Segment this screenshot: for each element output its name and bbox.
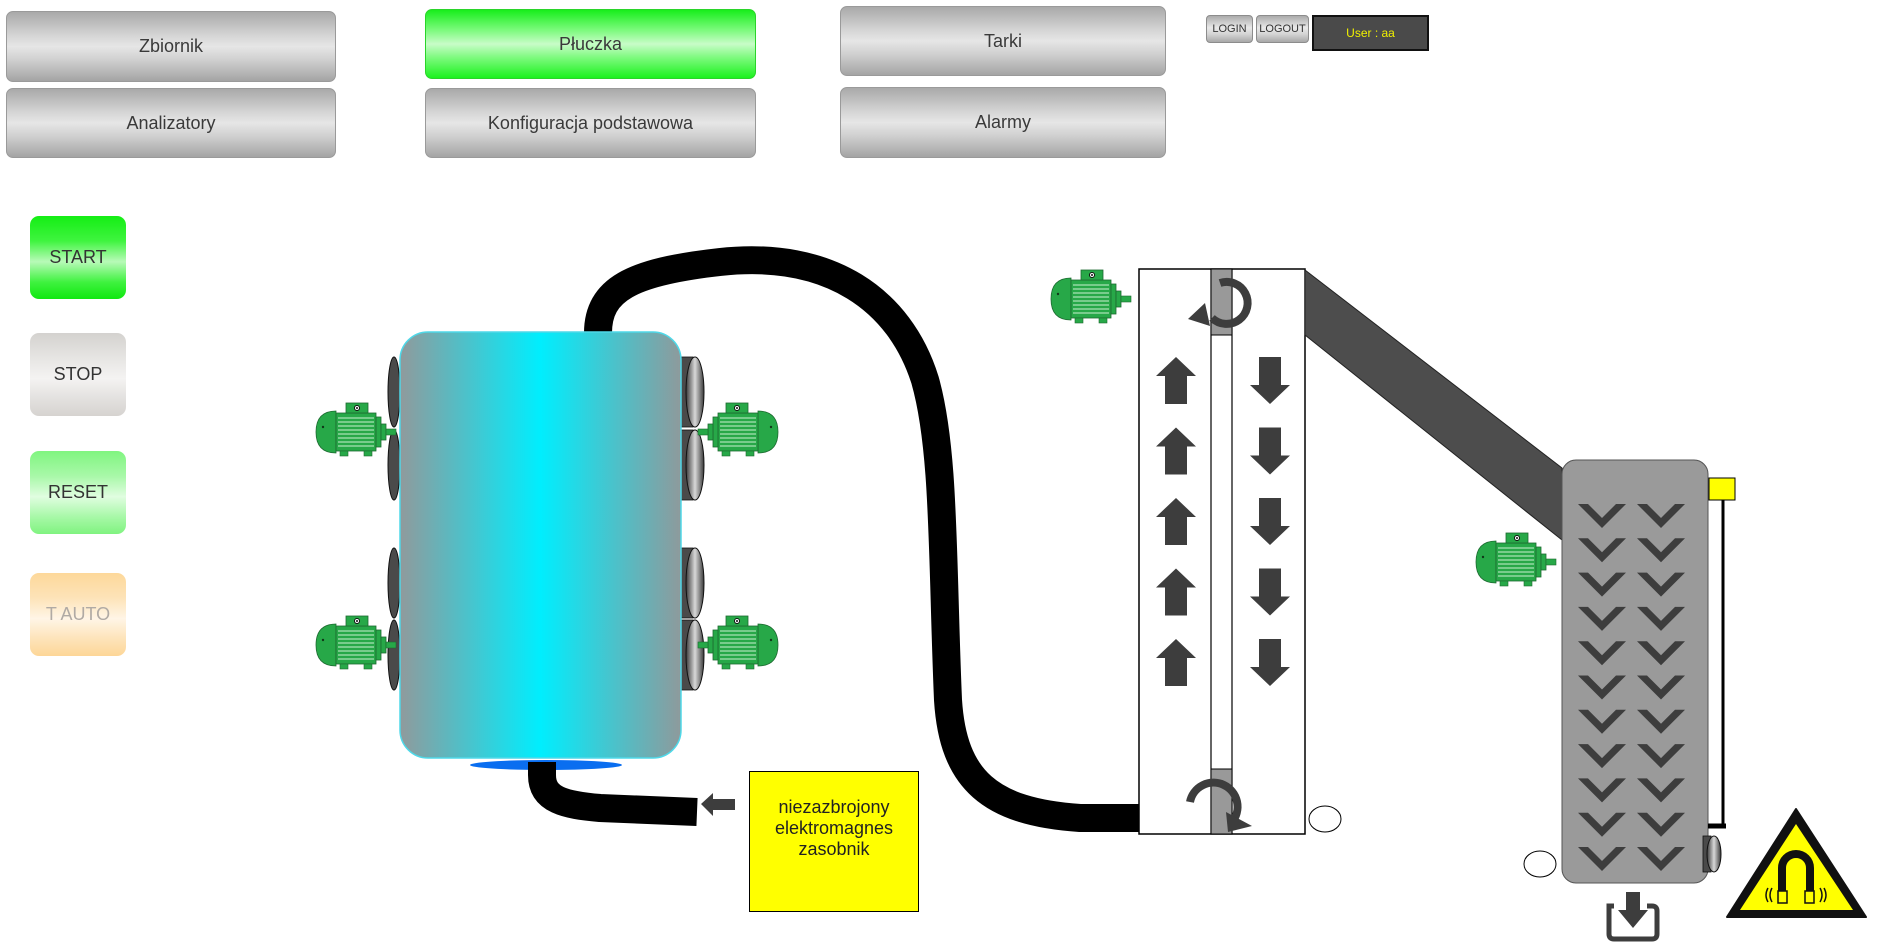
nav-tarki-label: Tarki bbox=[983, 30, 1022, 51]
logout-label: LOGOUT bbox=[1259, 23, 1306, 35]
tauto-button[interactable]: T AUTO bbox=[30, 573, 126, 656]
chute bbox=[1304, 268, 1563, 542]
start-label: START bbox=[49, 247, 107, 267]
reset-label: RESET bbox=[47, 482, 108, 502]
drum-left-rollers bbox=[387, 356, 401, 691]
elevator-motor-icon[interactable] bbox=[1050, 269, 1132, 324]
crusher-roller bbox=[1702, 835, 1722, 873]
crusher-status-indicator[interactable] bbox=[1523, 850, 1557, 878]
nav-zbiornik-button[interactable]: Zbiornik bbox=[6, 11, 336, 82]
washer-drum[interactable] bbox=[399, 331, 682, 759]
nav-pluczka-button[interactable]: Płuczka bbox=[425, 9, 756, 79]
rotate-cw-icon bbox=[1186, 778, 1252, 832]
drum-motor-top-right-icon[interactable] bbox=[697, 402, 779, 457]
nav-analizatory-button[interactable]: Analizatory bbox=[6, 88, 336, 158]
drum-motor-bottom-right-icon[interactable] bbox=[697, 615, 779, 670]
magnetic-field-warning-icon bbox=[1726, 808, 1867, 918]
login-button[interactable]: LOGIN bbox=[1206, 15, 1253, 43]
download-discharge-icon[interactable] bbox=[1606, 892, 1660, 942]
hose-drum-outlet bbox=[528, 762, 698, 826]
nav-analizatory-label: Analizatory bbox=[126, 112, 216, 133]
user-text: User : aa bbox=[1346, 26, 1395, 40]
nav-zbiornik-label: Zbiornik bbox=[138, 36, 204, 56]
drum-right-rollers bbox=[680, 356, 705, 691]
stop-button[interactable]: STOP bbox=[30, 333, 126, 416]
start-button[interactable]: START bbox=[30, 216, 126, 299]
reset-button[interactable]: RESET bbox=[30, 451, 126, 534]
nav-alarmy-button[interactable]: Alarmy bbox=[840, 87, 1166, 158]
hose-drum-to-elevator bbox=[584, 246, 1142, 832]
nav-pluczka-label: Płuczka bbox=[558, 33, 623, 54]
nav-konfiguracja-button[interactable]: Konfiguracja podstawowa bbox=[425, 88, 756, 158]
level-sensor-indicator[interactable] bbox=[1708, 477, 1736, 501]
drum-motor-top-left-icon[interactable] bbox=[315, 402, 397, 457]
bucket-elevator[interactable] bbox=[1138, 268, 1306, 835]
electromagnet-status-line1: niezazbrojony bbox=[778, 797, 890, 817]
left-arrow-icon bbox=[701, 793, 735, 816]
nav-konfiguracja-label: Konfiguracja podstawowa bbox=[487, 112, 694, 133]
drum-motor-bottom-left-icon[interactable] bbox=[315, 615, 397, 670]
tauto-label: T AUTO bbox=[45, 604, 111, 624]
rotate-ccw-icon bbox=[1188, 277, 1252, 328]
stop-label: STOP bbox=[53, 364, 103, 384]
electromagnet-status-line2: elektromagnes bbox=[774, 818, 894, 838]
elevator-status-indicator[interactable] bbox=[1308, 805, 1342, 833]
crusher-motor-icon[interactable] bbox=[1475, 532, 1557, 587]
login-label: LOGIN bbox=[1212, 23, 1247, 35]
logout-button[interactable]: LOGOUT bbox=[1256, 15, 1309, 43]
user-display: User : aa bbox=[1312, 15, 1429, 51]
electromagnet-status-line3: zasobnik bbox=[798, 839, 870, 859]
electromagnet-status-box: niezazbrojony elektromagnes zasobnik bbox=[749, 771, 919, 912]
nav-alarmy-label: Alarmy bbox=[974, 112, 1031, 132]
nav-tarki-button[interactable]: Tarki bbox=[840, 6, 1166, 76]
crusher[interactable] bbox=[1561, 459, 1709, 884]
